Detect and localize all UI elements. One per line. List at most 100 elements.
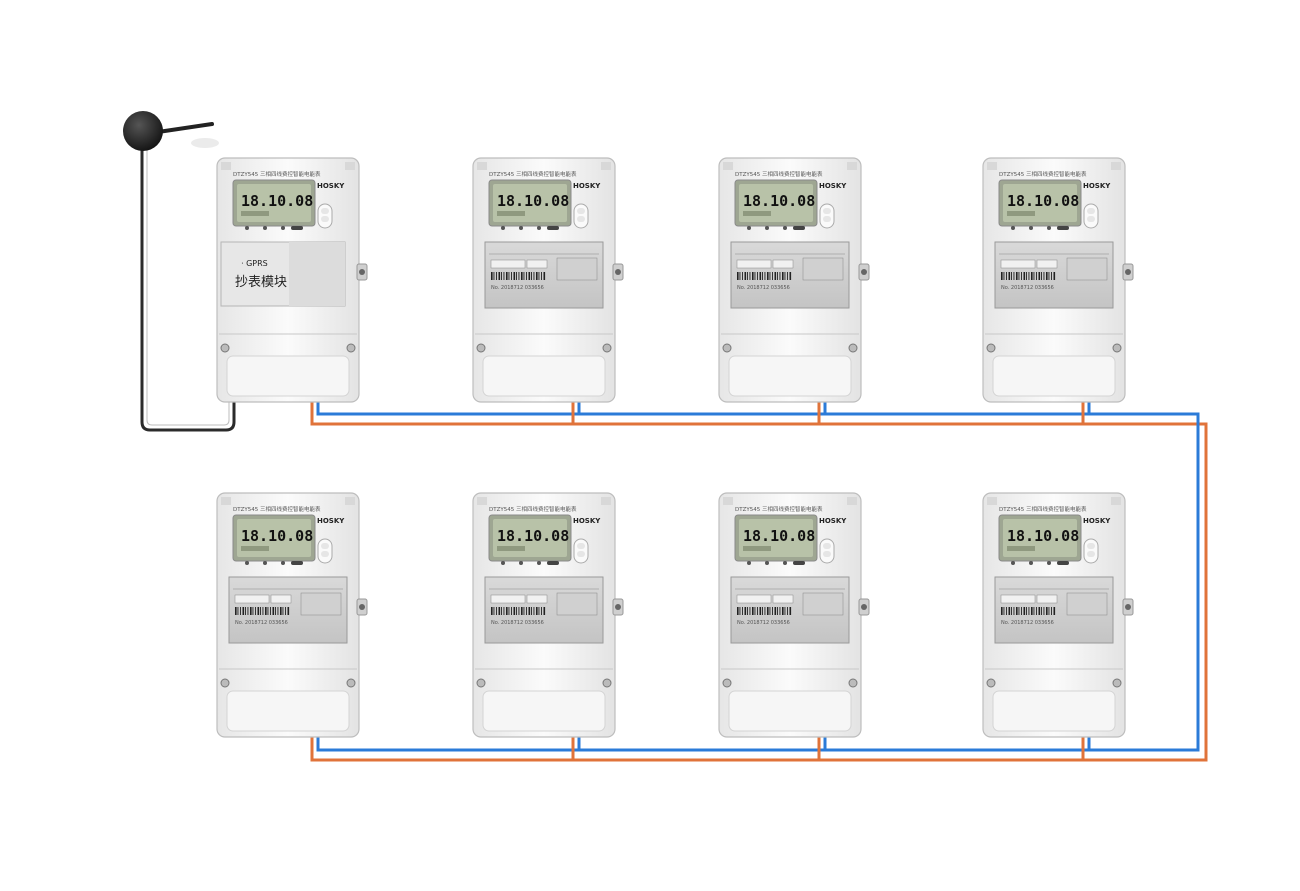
barcode-bar <box>1003 272 1005 280</box>
indicator-led <box>537 561 541 565</box>
indicator-led <box>245 226 249 230</box>
meter-model-label: DTZY545 三相四线费控智能电能表 <box>233 505 321 513</box>
indicator-led <box>1047 226 1051 230</box>
side-clip-screw <box>861 604 867 610</box>
terminal-cover <box>226 355 350 397</box>
barcode-bar <box>511 607 512 615</box>
lcd-reading: 18.10.08 <box>241 527 313 545</box>
barcode-bar <box>285 607 286 615</box>
barcode-bar <box>245 607 246 615</box>
serial-number: No. 2018712 033656 <box>235 620 288 626</box>
mount-tab <box>987 162 997 170</box>
meter-button-top <box>577 208 585 214</box>
terminal-diagram <box>1066 257 1108 281</box>
mount-tab <box>221 497 231 505</box>
serial-number: No. 2018712 033656 <box>737 620 790 626</box>
barcode-bar <box>1041 607 1042 615</box>
barcode-bar <box>1026 607 1027 615</box>
lcd-segment-row <box>497 546 525 551</box>
meter-button-top <box>321 208 329 214</box>
barcode-bar <box>503 607 505 615</box>
barcode-bar <box>1011 272 1012 280</box>
meter-button-bottom <box>1087 551 1095 557</box>
barcode-bar <box>754 272 756 280</box>
barcode-bar <box>787 607 788 615</box>
meter-model-label: DTZY545 三相四线费控智能电能表 <box>489 505 577 513</box>
indicator-led <box>519 561 523 565</box>
barcode-bar <box>262 607 264 615</box>
plate-box <box>1036 594 1058 604</box>
barcode-bar <box>1028 272 1030 280</box>
side-clip-screw <box>359 269 365 275</box>
terminal-screw <box>346 678 356 688</box>
meter-brand-label: HOSKY <box>317 182 345 190</box>
barcode-bar <box>744 272 747 280</box>
terminal-screw <box>1112 343 1122 353</box>
indicator-led <box>1029 226 1033 230</box>
terminal-screw <box>220 678 230 688</box>
ir-port <box>547 226 559 230</box>
barcode-bar <box>1033 272 1035 280</box>
terminal-diagram <box>1066 592 1108 616</box>
terminal-cover <box>482 690 606 732</box>
terminal-screw <box>848 343 858 353</box>
barcode-bar <box>521 607 523 615</box>
mount-tab <box>345 162 355 170</box>
barcode-bar <box>508 607 510 615</box>
barcode-bar <box>265 607 267 615</box>
indicator-led <box>281 561 285 565</box>
barcode-bar <box>543 272 546 280</box>
barcode-bar <box>541 607 542 615</box>
barcode-bar <box>1036 272 1037 280</box>
barcode-bar <box>513 272 516 280</box>
barcode-bar <box>1038 272 1041 280</box>
barcode-bar <box>784 607 786 615</box>
serial-number: No. 2018712 033656 <box>1001 620 1054 626</box>
mount-tab <box>723 162 733 170</box>
barcode-bar <box>744 607 747 615</box>
meter-model-label: DTZY545 三相四线费控智能电能表 <box>999 170 1087 178</box>
barcode-bar <box>493 272 495 280</box>
barcode-bar <box>1003 607 1005 615</box>
indicator-led <box>1047 561 1051 565</box>
barcode-bar <box>496 607 497 615</box>
barcode-bar <box>752 607 754 615</box>
meter-model-label: DTZY545 三相四线费控智能电能表 <box>999 505 1087 513</box>
meter-brand-label: HOSKY <box>573 517 601 525</box>
rs485-bus <box>310 402 1208 762</box>
barcode-bar <box>777 272 778 280</box>
antenna-cable <box>140 140 236 432</box>
barcode-bar <box>789 607 792 615</box>
barcode-bar <box>759 607 762 615</box>
barcode-bar <box>531 607 532 615</box>
terminal-screw <box>1112 678 1122 688</box>
meter-button-top <box>823 543 831 549</box>
barcode-bar <box>501 607 502 615</box>
barcode-bar <box>516 272 517 280</box>
mount-tab <box>987 497 997 505</box>
barcode-bar <box>782 272 784 280</box>
barcode-bar <box>541 272 542 280</box>
lcd-reading: 18.10.08 <box>1007 192 1079 210</box>
barcode-bar <box>247 607 249 615</box>
barcode-bar <box>250 607 252 615</box>
barcode-bar <box>528 272 531 280</box>
barcode-bar <box>536 272 538 280</box>
meter-button-bottom <box>577 216 585 222</box>
barcode-bar <box>523 607 525 615</box>
mount-tab <box>601 497 611 505</box>
barcode-bar <box>772 272 773 280</box>
barcode-bar <box>277 607 279 615</box>
gprs-label: ⋅ GPRS <box>241 259 268 268</box>
barcode-bar <box>759 272 762 280</box>
mount-tab <box>1111 497 1121 505</box>
barcode-bar <box>757 607 758 615</box>
barcode-bar <box>491 607 493 615</box>
lcd-segment-row <box>743 211 771 216</box>
barcode-bar <box>237 607 239 615</box>
barcode-bar <box>491 272 493 280</box>
barcode-bar <box>742 607 743 615</box>
